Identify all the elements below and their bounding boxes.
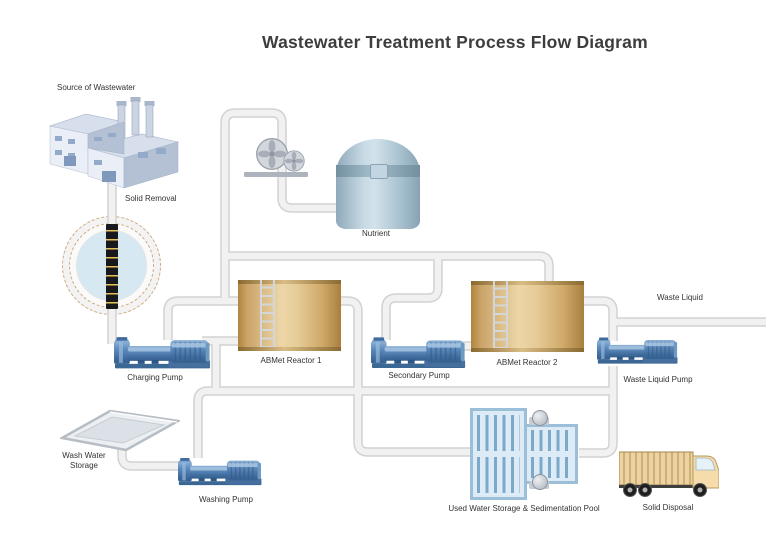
reactor-tank-icon-1 [238, 280, 341, 351]
pipe-segment [164, 297, 240, 340]
washing-pump-icon [178, 454, 264, 487]
charging-pump-icon [114, 333, 213, 370]
pipe-segment [583, 297, 617, 341]
pool-left-basin [470, 408, 527, 500]
pipe-segment [579, 366, 618, 458]
pool-grate [531, 430, 571, 451]
tank-hatch [370, 164, 388, 179]
label-solid-disposal: Solid Disposal [642, 503, 694, 512]
pool-grate [531, 457, 571, 478]
storage-tank-icon [336, 139, 420, 229]
pipe-segment [340, 297, 472, 456]
sedimentation-pool-icon [468, 406, 580, 502]
label-waste-liquid: Waste Liquid [657, 293, 703, 302]
factory-windows [55, 133, 166, 165]
pipe-segment [118, 440, 186, 470]
pipe-segment [579, 366, 617, 457]
pool-motor-icon [532, 474, 548, 490]
label-secondary-pump: Secondary Pump [388, 371, 450, 380]
pipe-segment [225, 252, 553, 284]
label-solid-removal: Solid Removal [125, 194, 177, 203]
pool-right-basin [524, 424, 578, 484]
aerator-fan-icon [244, 138, 308, 177]
dump-truck-icon [619, 451, 719, 497]
pipe-segment [382, 256, 442, 340]
label-wash-water-storage: Wash Water Storage [62, 451, 106, 470]
label-pool: Used Water Storage & Sedimentation Pool [448, 504, 600, 513]
label-waste-liquid-pump: Waste Liquid Pump [623, 375, 693, 384]
reactor-rim [238, 280, 341, 284]
reactor-rim [238, 347, 341, 351]
chimney-icons [116, 97, 155, 139]
pipe-segment [194, 387, 613, 458]
waste-liquid-pump-icon [597, 331, 680, 368]
label-reactor2: ABMet Reactor 2 [496, 358, 558, 367]
label-reactor1: ABMet Reactor 1 [260, 356, 322, 365]
label-nutrient: Nutrient [361, 229, 390, 238]
open-basin-icon [60, 409, 180, 452]
reactor-tank-icon-2 [471, 281, 584, 352]
truck-window [695, 457, 716, 471]
factory-door-2 [102, 171, 116, 182]
label-source: Source of Wastewater [57, 83, 136, 92]
factory-door [64, 156, 76, 166]
clarifier-bridge-gauge [106, 224, 118, 309]
pool-motor-icon [532, 410, 548, 426]
reactor-rim [471, 348, 584, 352]
factory-icon [48, 97, 180, 188]
ladder-icon [493, 281, 508, 352]
page-title: Wastewater Treatment Process Flow Diagra… [262, 32, 648, 52]
pool-grate [477, 415, 520, 451]
truck-wheels [623, 483, 707, 497]
pipe-segment [221, 109, 339, 303]
secondary-pump-icon [371, 333, 468, 370]
reactor-rim [471, 281, 584, 285]
ladder-icon [260, 280, 275, 351]
pool-grate [477, 457, 520, 493]
label-charging-pump: Charging Pump [127, 373, 183, 382]
label-washing-pump: Washing Pump [199, 495, 253, 504]
